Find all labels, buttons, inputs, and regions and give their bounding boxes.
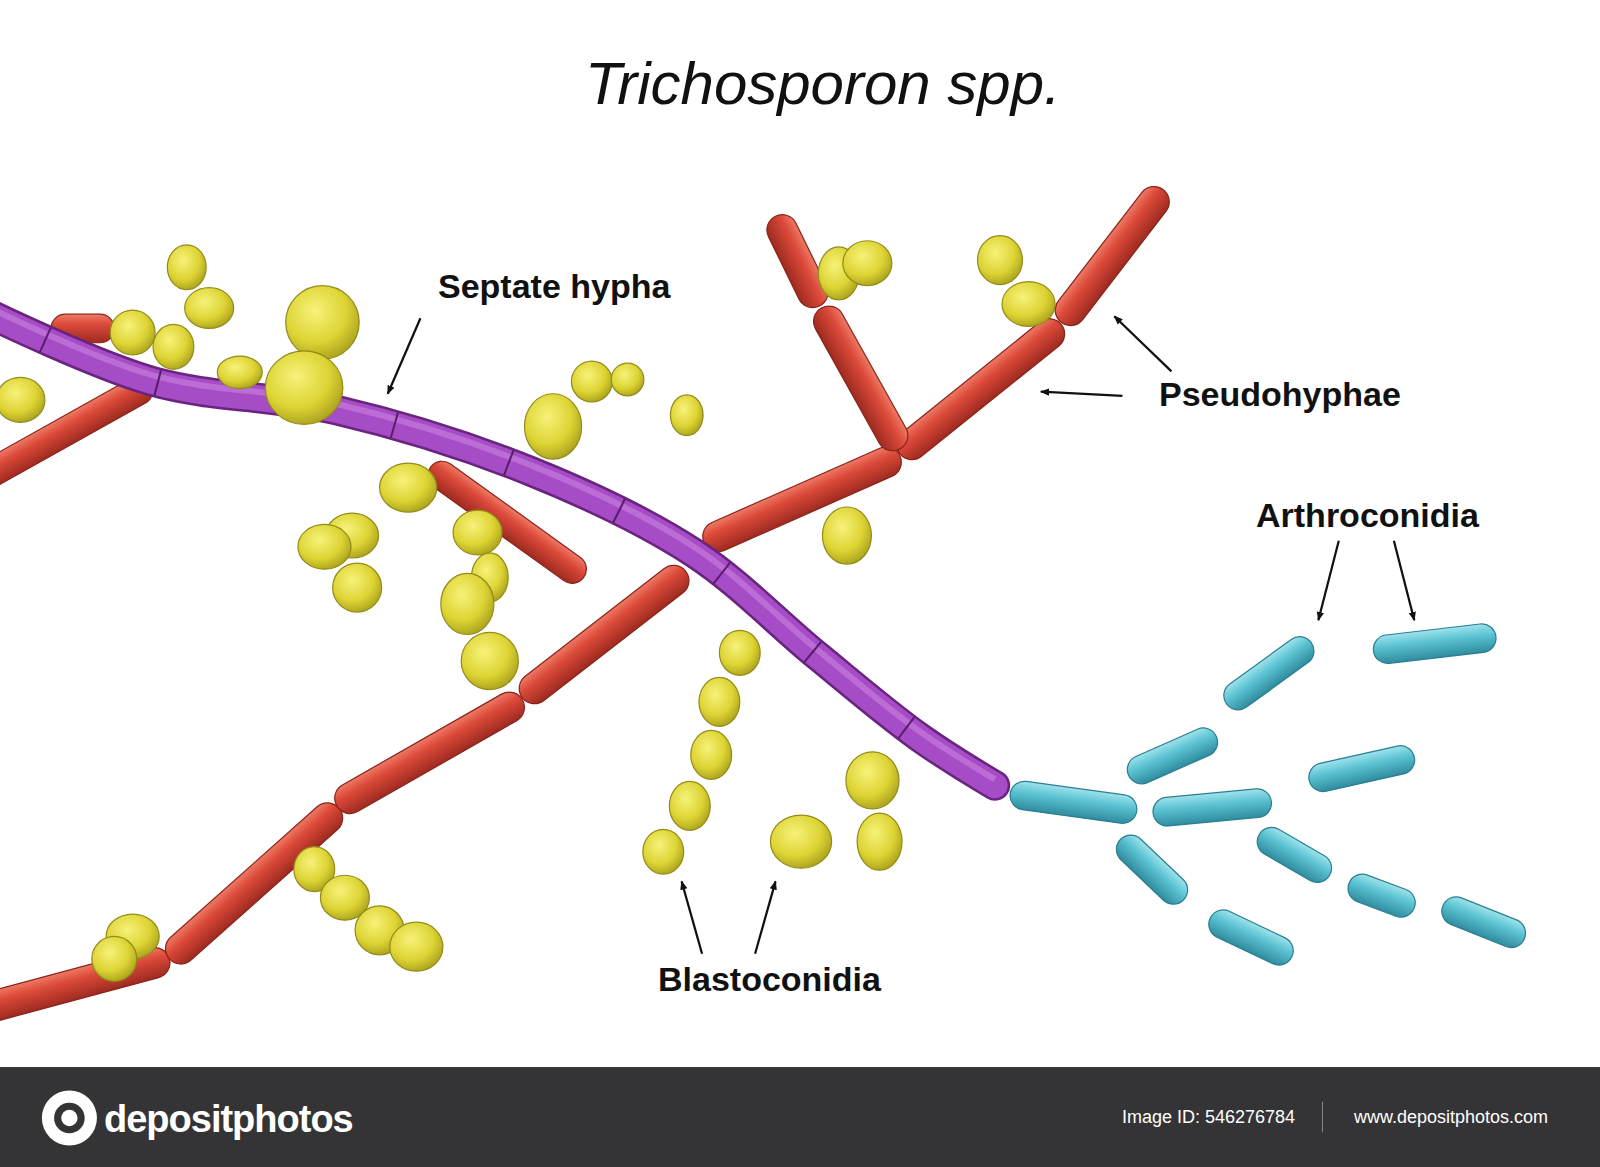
blastoconidium xyxy=(670,395,703,436)
pseudohypha-cell xyxy=(808,301,913,457)
arthroconidium-cell xyxy=(1218,631,1319,715)
arthroconidium-cell xyxy=(1152,788,1273,828)
blastoconidium xyxy=(217,356,262,389)
part-label: Septate hypha xyxy=(438,267,670,306)
arthroconidium-cell xyxy=(1204,905,1298,970)
pseudohypha-cell xyxy=(329,687,530,820)
septum xyxy=(804,642,821,662)
blastoconidium xyxy=(1002,282,1055,327)
camera-logo xyxy=(42,1090,97,1145)
blastoconidium xyxy=(390,922,443,971)
leader-arrows xyxy=(388,316,1415,954)
blastoconidium xyxy=(453,510,502,555)
pseudohypha-cell xyxy=(159,797,349,971)
septum xyxy=(391,412,398,438)
pseudohypha-cell xyxy=(698,442,906,557)
footer-divider xyxy=(1322,1102,1323,1133)
leader-arrow xyxy=(1041,392,1123,396)
blastoconidium xyxy=(380,463,437,512)
blastoconidium xyxy=(265,351,343,424)
leader-arrow xyxy=(1114,316,1171,371)
watermark-logo-text: depositphotos xyxy=(104,1098,353,1141)
arthroconidium-cell xyxy=(1372,622,1498,665)
blastoconidium xyxy=(185,288,234,329)
pseudohypha-cell xyxy=(1049,180,1175,331)
leader-arrow xyxy=(682,881,702,953)
arthroconidium xyxy=(1008,622,1530,969)
arthroconidium-cell xyxy=(1123,723,1222,788)
blastoconidium xyxy=(167,245,206,290)
blastoconidium xyxy=(441,573,494,634)
blastoconidia xyxy=(0,236,1055,982)
septum xyxy=(898,717,914,738)
blastoconidium xyxy=(461,632,518,689)
pseudohypha-cell xyxy=(890,312,1070,465)
watermark-url: www.depositphotos.com xyxy=(1354,1107,1548,1128)
image-id: Image ID: 546276784 xyxy=(1122,1107,1295,1128)
blastoconidium xyxy=(691,730,732,779)
leader-arrow xyxy=(388,318,421,393)
blastoconidium xyxy=(611,363,644,396)
blastoconidium xyxy=(843,241,892,286)
blastoconidium xyxy=(92,936,137,981)
footer-bar xyxy=(0,1067,1600,1167)
part-label: Pseudohyphae xyxy=(1159,375,1401,414)
arthroconidium-cell xyxy=(1008,779,1138,825)
septate-hypha xyxy=(0,308,995,785)
blastoconidium xyxy=(643,829,684,874)
septum xyxy=(714,563,730,584)
blastoconidium xyxy=(770,815,831,868)
blastoconidium xyxy=(846,752,899,809)
blastoconidium xyxy=(669,781,710,830)
septum xyxy=(40,328,51,352)
leader-arrow xyxy=(1394,541,1414,621)
blastoconidium xyxy=(298,524,351,569)
septum xyxy=(504,450,513,475)
pseudohypha xyxy=(0,180,1175,1024)
blastoconidium xyxy=(719,630,760,675)
blastoconidium xyxy=(571,361,612,402)
blastoconidium xyxy=(286,286,359,359)
blastoconidium xyxy=(0,377,45,422)
blastoconidium xyxy=(978,236,1023,285)
pseudohypha-cell xyxy=(0,944,173,1025)
arthroconidium-cell xyxy=(1111,829,1194,910)
blastoconidium xyxy=(524,394,581,459)
arthroconidium-cell xyxy=(1344,870,1419,921)
arthroconidium-cell xyxy=(1252,822,1337,888)
blastoconidium xyxy=(333,563,382,612)
arthroconidium-cell xyxy=(1438,893,1530,952)
part-label: Blastoconidia xyxy=(658,960,881,999)
part-label: Arthroconidia xyxy=(1256,496,1479,535)
title: Trichosporon spp. xyxy=(585,49,1061,118)
septum xyxy=(154,370,161,396)
blastoconidium xyxy=(822,507,871,564)
pseudohypha-cell xyxy=(513,559,695,710)
arthroconidium-cell xyxy=(1306,743,1417,794)
septum xyxy=(613,499,625,523)
blastoconidium xyxy=(857,813,902,870)
blastoconidium xyxy=(110,310,155,355)
blastoconidium xyxy=(699,677,740,726)
blastoconidium xyxy=(153,324,194,369)
leader-arrow xyxy=(1318,541,1338,621)
leader-arrow xyxy=(755,881,775,953)
